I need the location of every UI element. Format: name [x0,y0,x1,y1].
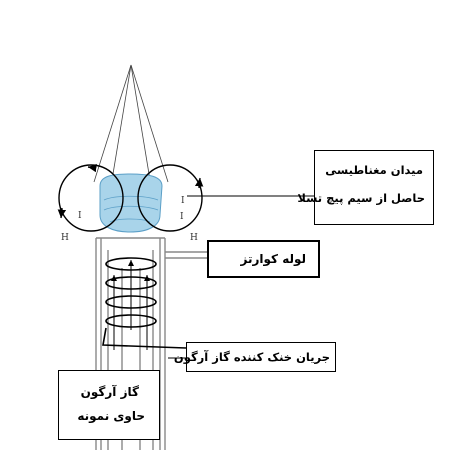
magnetic-field-label-line1: میدان مغناطیسی [325,163,423,177]
argon-cooling-label: جریان خنک کننده گاز آرگون [173,350,330,364]
argon-sample-label-line2: حاوی نمونه [77,409,145,423]
magnetic-field-label-box: میدان مغناطیسی حاصل از سیم پیچ تسلا [297,150,434,225]
leader-lines [168,195,314,359]
current-symbol-right-lower: I [180,212,184,222]
current-symbol-right-upper: I [181,196,185,206]
field-symbol-left: H [61,233,69,243]
argon-sample-label-box: گاز آرگون حاوی نمونه [58,370,160,440]
argon-sample-label-line1: گاز آرگون [80,385,139,399]
field-symbol-right: H [190,233,198,243]
argon-cooling-label-box: جریان خنک کننده گاز آرگون [174,342,336,372]
quartz-tube-label: لوله کوارتز [240,252,306,266]
magnetic-field-loops [57,163,204,232]
quartz-tube-label-box: لوله کوارتز [207,240,320,278]
plasma-region [99,173,163,233]
current-symbol-left: I [78,211,82,221]
flame-cone [93,64,169,183]
induction-coil [102,257,187,349]
magnetic-field-label-line2: حاصل از سیم پیچ تسلا [297,191,425,205]
